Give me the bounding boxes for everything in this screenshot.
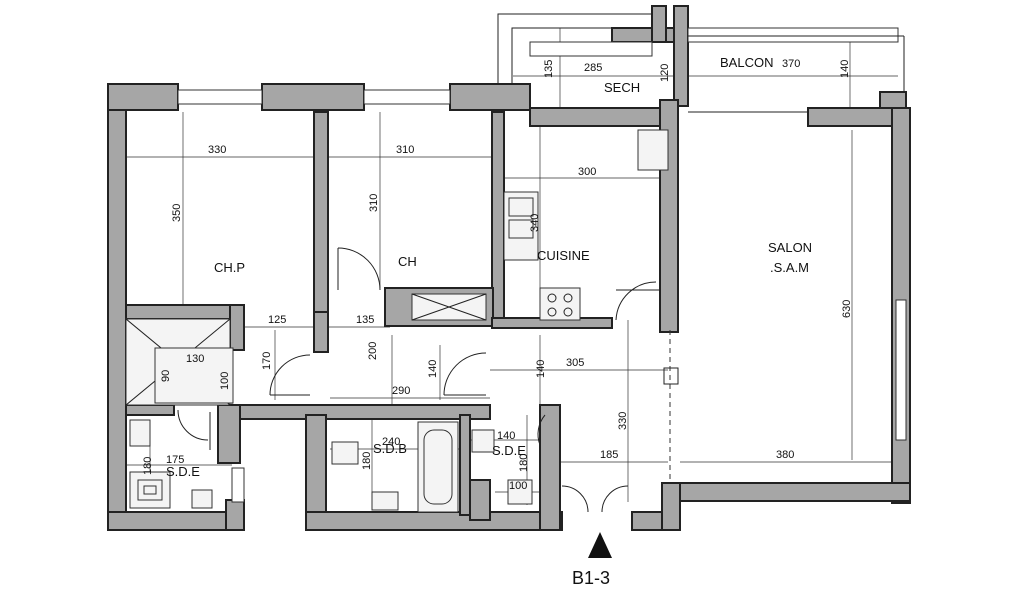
- dim-hall-90: 90: [160, 370, 172, 382]
- dim-sde-left-180: 180: [142, 457, 154, 475]
- room-label-sdb: S.D.B: [373, 441, 407, 456]
- wardrobe: [411, 293, 487, 321]
- dim-chp-width: 330: [208, 144, 226, 156]
- column: [663, 367, 679, 385]
- dim-sde-left-175: 175: [166, 454, 184, 466]
- dim-chp-depth: 350: [171, 204, 183, 222]
- dim-hall-290: 290: [392, 385, 410, 397]
- room-label-sde-right: S.D.E: [492, 443, 526, 458]
- bathroom-fixtures: [129, 419, 533, 513]
- dim-ch-width: 310: [396, 144, 414, 156]
- room-label-chp: CH.P: [214, 260, 245, 275]
- dim-salon-depth: 630: [841, 300, 853, 318]
- room-label-salon: SALON: [768, 240, 812, 255]
- windows: [177, 27, 907, 503]
- entrance-arrow-icon: [588, 532, 612, 558]
- dim-hall-125: 125: [268, 314, 286, 326]
- dim-hall-200: 200: [367, 342, 379, 360]
- dimension-labels: 330 350 310 310 300 340 135 285 120 370 …: [142, 58, 853, 492]
- unit-label: B1-3: [572, 568, 610, 588]
- dim-ch-depth: 310: [368, 194, 380, 212]
- room-labels: CH.P CH CUISINE SALON .S.A.M SECH BALCON…: [166, 55, 812, 479]
- dim-hall-305: 305: [566, 357, 584, 369]
- dim-hall-130: 130: [186, 353, 204, 365]
- room-label-sam: .S.A.M: [770, 260, 809, 275]
- dim-hall-170: 170: [261, 352, 273, 370]
- room-label-balcon: BALCON: [720, 55, 773, 70]
- dim-balcon-width: 370: [782, 58, 800, 70]
- dim-sdb-240: 240: [382, 436, 400, 448]
- dim-cuisine-width: 300: [578, 166, 596, 178]
- dim-hall-135: 135: [356, 314, 374, 326]
- dim-sde-right-180: 180: [518, 454, 530, 472]
- dim-hall-185: 185: [600, 449, 618, 461]
- dim-sde-right-100: 100: [509, 480, 527, 492]
- dim-sech-gap: 120: [659, 64, 671, 82]
- dim-sech-depth: 135: [543, 60, 555, 78]
- room-label-sech: SECH: [604, 80, 640, 95]
- dim-hall-140b: 140: [535, 360, 547, 378]
- dim-cuisine-depth: 340: [529, 214, 541, 232]
- dim-sdb-180: 180: [361, 452, 373, 470]
- room-label-cuisine: CUISINE: [537, 248, 590, 263]
- balcony-outline: [497, 13, 905, 113]
- dim-salon-width: 380: [776, 449, 794, 461]
- kitchen-fixtures: [503, 129, 669, 321]
- dim-hall-330: 330: [617, 412, 629, 430]
- room-label-ch: CH: [398, 254, 417, 269]
- dim-balcon-depth: 140: [839, 60, 851, 78]
- dim-hall-140a: 140: [427, 360, 439, 378]
- room-label-sde-left: S.D.E: [166, 464, 200, 479]
- dim-sde-right-140: 140: [497, 430, 515, 442]
- shower-left: [125, 318, 234, 406]
- dim-hall-100: 100: [219, 372, 231, 390]
- doors: [177, 247, 660, 513]
- dim-sech-width: 285: [584, 62, 602, 74]
